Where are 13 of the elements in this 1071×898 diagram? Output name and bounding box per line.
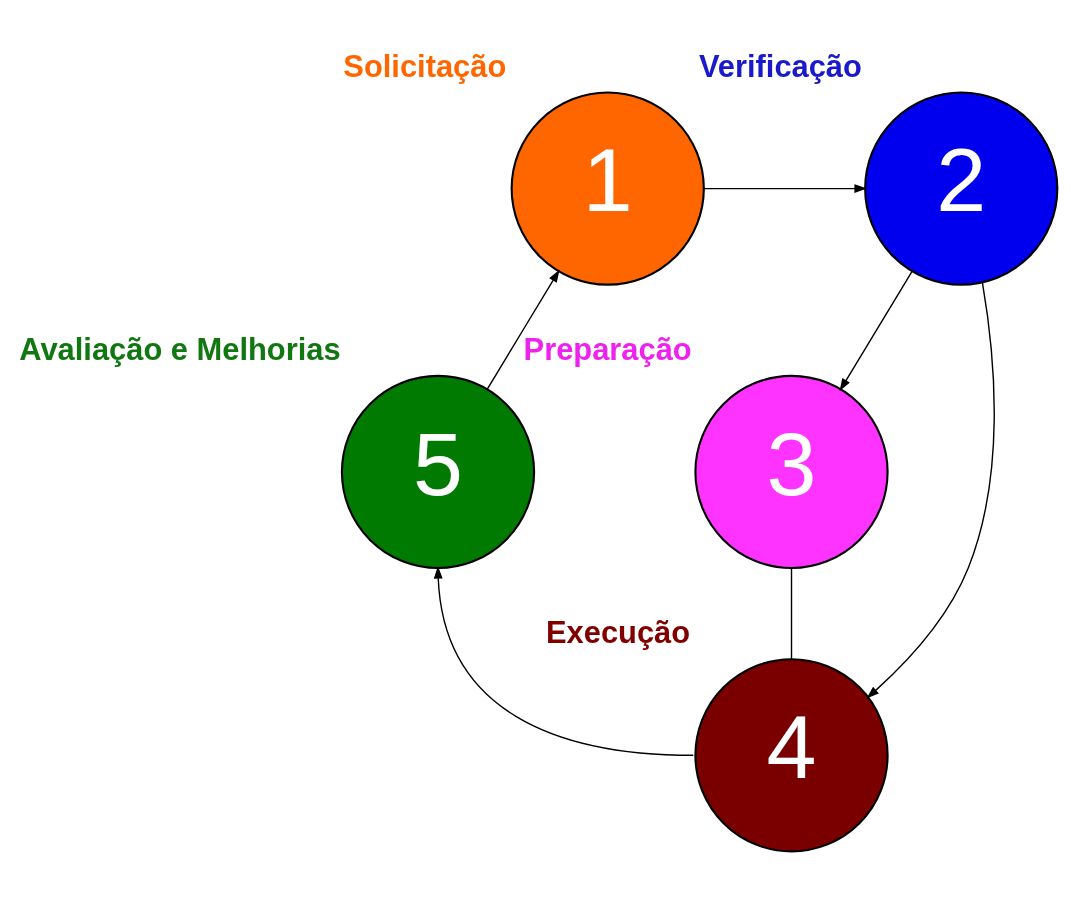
node-label: Solicitação [343,48,507,84]
arrow [839,270,913,391]
arrow [486,269,560,390]
arrow [866,281,995,698]
connector [790,567,793,660]
node-circle: 2 [864,90,1059,286]
node-label: Avaliação e Melhorias [19,331,341,367]
arrow [703,183,868,193]
node-circle: 5 [340,374,536,569]
node-label: Execução [546,614,691,650]
node-circle: 4 [694,657,889,852]
node-label: Verificação [698,48,862,84]
node-label: Preparação [523,331,692,367]
